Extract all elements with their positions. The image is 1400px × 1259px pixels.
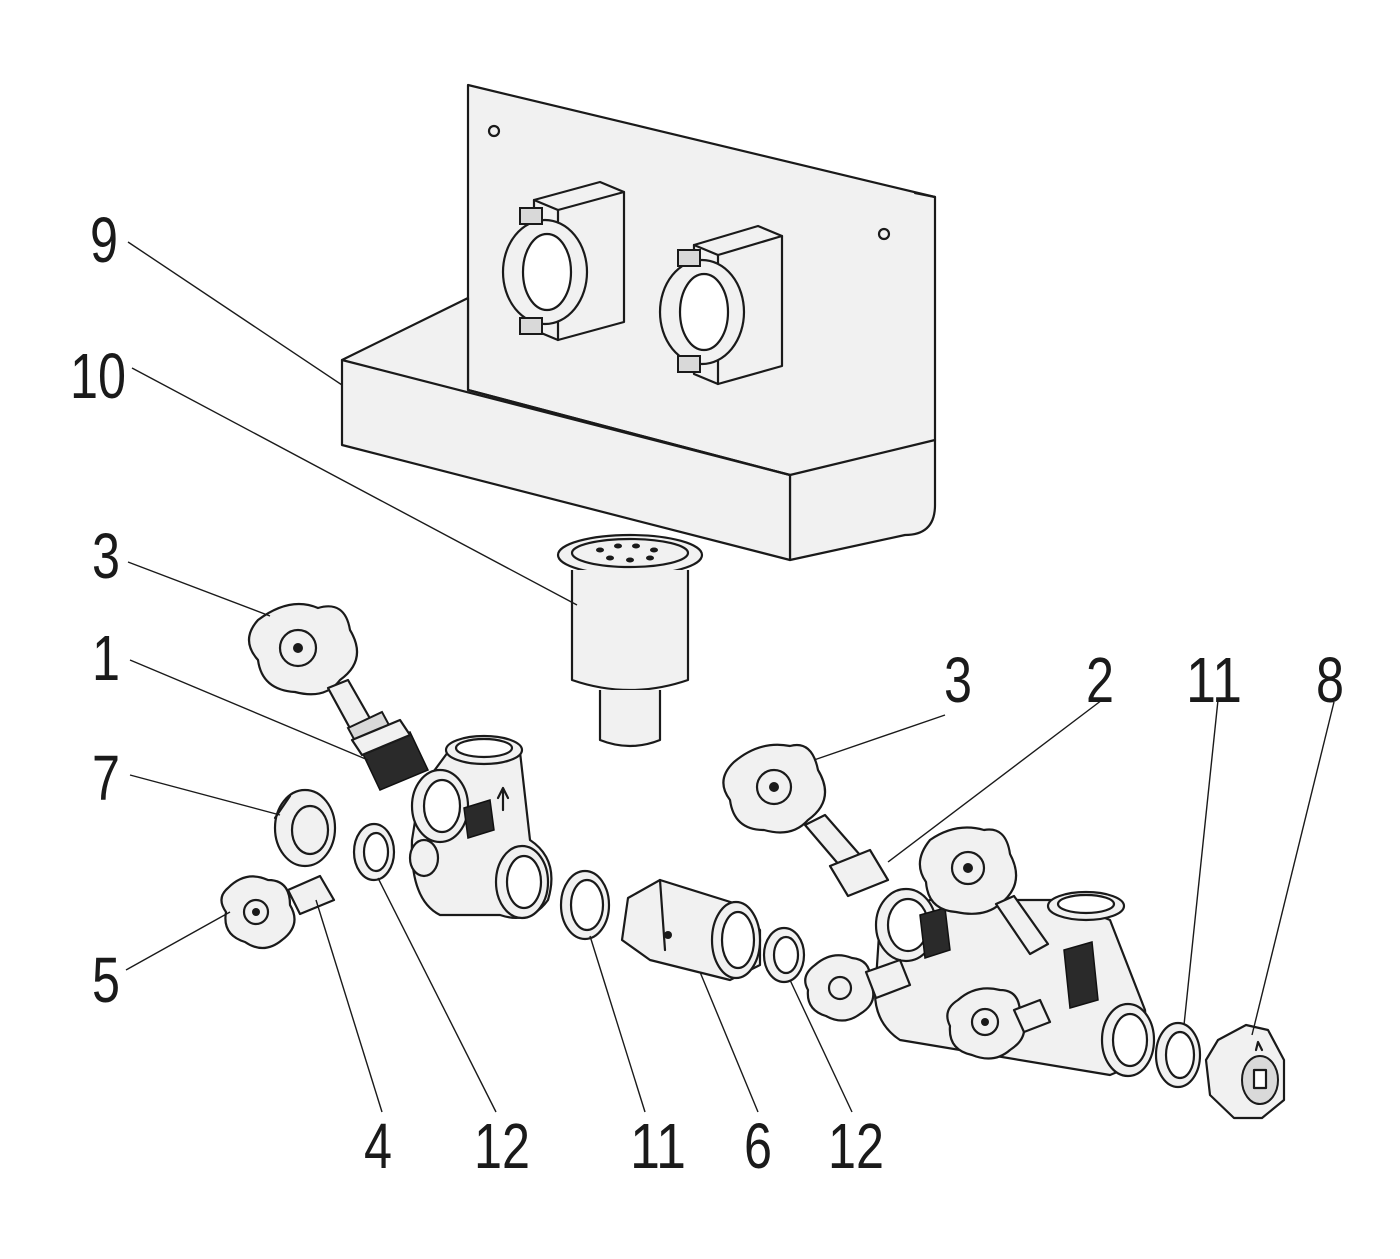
leader-4: [315, 899, 383, 1113]
valve-body-left: [408, 734, 553, 920]
callout-10: 10: [70, 340, 126, 412]
leader-1: [129, 659, 369, 761]
leader-10: [131, 367, 578, 606]
callout-2: 2: [1086, 644, 1114, 716]
callout-9: 9: [90, 204, 118, 276]
gasket-11-right: [1154, 1021, 1202, 1089]
leader-7: [129, 774, 281, 816]
leader-11a: [1183, 699, 1219, 1026]
callout-3b: 3: [944, 644, 972, 716]
handwheel-right: [722, 743, 862, 868]
leader-8: [1251, 701, 1335, 1036]
callout-7: 7: [92, 742, 120, 814]
callout-11a: 11: [1186, 644, 1242, 716]
leader-5: [125, 911, 231, 971]
wall-panel-basin: [340, 83, 937, 562]
valve-cartridge: [350, 718, 430, 791]
callout-11b: 11: [630, 1110, 686, 1182]
leader-2: [887, 699, 1103, 863]
gasket-11-middle: [559, 869, 611, 941]
callout-4: 4: [364, 1110, 392, 1182]
spindle-4: [286, 874, 336, 916]
leader-3a: [127, 561, 271, 617]
pipe-clamp-right: [658, 224, 784, 386]
drain-strainer: [556, 533, 704, 748]
small-handwheel: [220, 875, 296, 950]
leader-11b: [589, 935, 646, 1113]
callout-labels: 9 10 3 1 7 5 3 2 11 8 4 12 11 6 12: [70, 204, 1344, 1182]
callout-1: 1: [92, 622, 120, 694]
callout-6: 6: [744, 1110, 772, 1182]
end-cap-8: [1204, 1023, 1286, 1120]
leader-9: [127, 241, 343, 386]
leader-3b: [813, 714, 946, 761]
callout-8: 8: [1316, 644, 1344, 716]
leader-12a: [377, 877, 497, 1113]
leader-6: [699, 971, 759, 1113]
valve-cartridge-right: [828, 848, 890, 898]
leader-12b: [789, 979, 853, 1113]
pipe-clamp-left: [501, 180, 626, 342]
callout-5: 5: [92, 944, 120, 1016]
callout-12b: 12: [828, 1110, 884, 1182]
callout-3a: 3: [92, 520, 120, 592]
cap-7: [273, 788, 337, 868]
gasket-12-right: [762, 926, 806, 984]
valve-body-right: [804, 826, 1156, 1078]
union-nut-6: [620, 878, 762, 982]
callout-12a: 12: [474, 1110, 530, 1182]
gasket-12-left: [352, 822, 396, 882]
leader-lines: [125, 241, 1335, 1113]
